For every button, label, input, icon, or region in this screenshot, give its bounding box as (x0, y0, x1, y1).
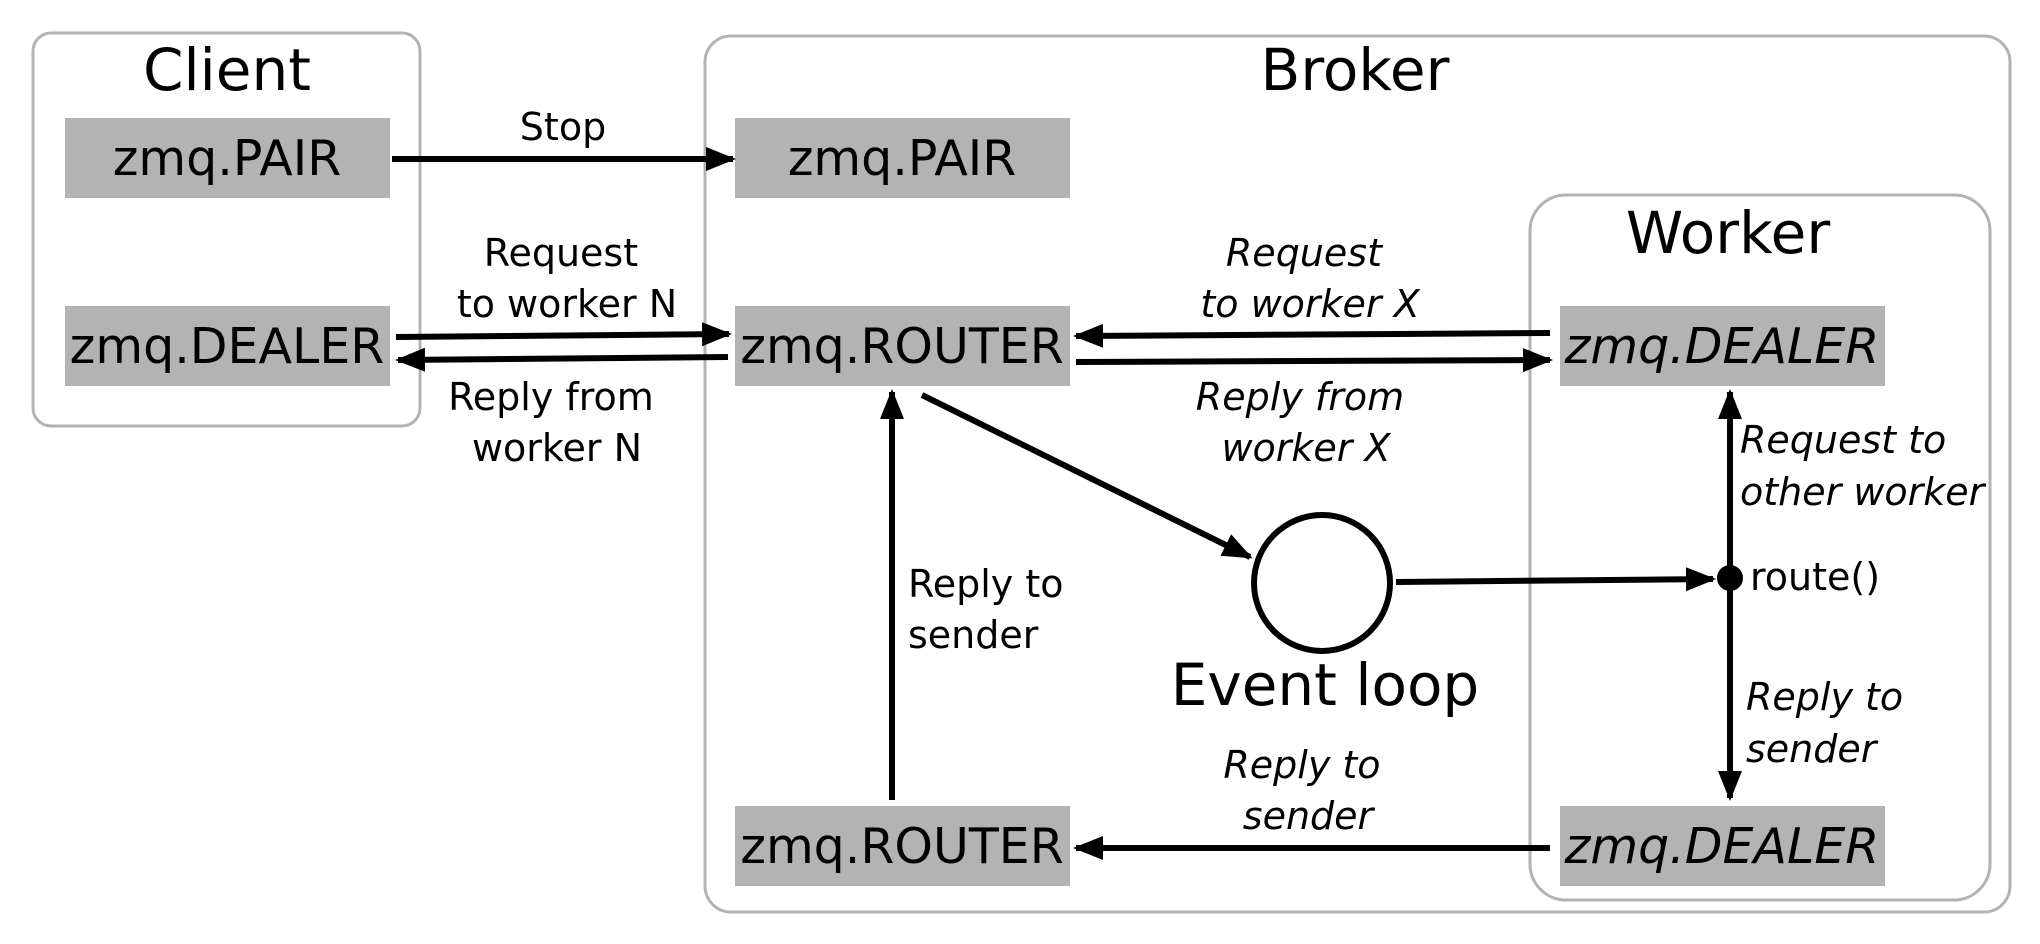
route-junction-dot (1717, 565, 1743, 591)
label-stop: Stop (520, 105, 606, 149)
label-request-n: Request to worker N (457, 231, 677, 326)
edge-reply-n (395, 347, 729, 372)
broker-router-front-socket: zmq.ROUTER (735, 306, 1070, 386)
label-reply-sender-worker: Reply to sender (1746, 675, 1915, 771)
edge-loop-to-route (1395, 567, 1716, 592)
svg-text:zmq.PAIR: zmq.PAIR (788, 130, 1017, 187)
client-title: Client (143, 36, 311, 104)
client-dealer-socket: zmq.DEALER (65, 306, 390, 386)
broker-router-back-socket: zmq.ROUTER (735, 806, 1070, 886)
label-request-x: Request to worker X (1200, 231, 1420, 326)
event-loop-label: Event loop (1171, 651, 1480, 719)
worker-title: Worker (1626, 199, 1830, 267)
event-loop-node (1251, 512, 1393, 654)
svg-text:zmq.ROUTER: zmq.ROUTER (740, 818, 1064, 875)
svg-text:zmq.DEALER: zmq.DEALER (70, 318, 385, 375)
edge-reply-x (1075, 348, 1553, 373)
worker-dealer-top-socket: zmq.DEALER (1560, 306, 1885, 386)
label-reply-sender-broker: Reply to sender (908, 562, 1076, 657)
label-reply-x: Reply from worker X (1196, 375, 1416, 470)
svg-text:zmq.DEALER: zmq.DEALER (1564, 818, 1880, 875)
client-frame (31, 31, 422, 428)
edge-request-n (395, 322, 732, 347)
broker-title: Broker (1261, 36, 1450, 104)
worker-dealer-bottom-socket: zmq.DEALER (1560, 806, 1885, 886)
edge-router-to-loop (920, 392, 1253, 560)
edge-request-x (1073, 323, 1551, 348)
route-label: route() (1750, 555, 1880, 599)
broker-frame (703, 34, 2012, 914)
label-request-other: Request to other worker (1740, 418, 1987, 514)
svg-text:zmq.DEALER: zmq.DEALER (1564, 318, 1880, 375)
worker-frame (1528, 193, 1992, 902)
label-reply-n: Reply from worker N (448, 375, 666, 470)
svg-text:zmq.PAIR: zmq.PAIR (113, 130, 342, 187)
label-reply-sender-bottom: Reply to sender (1223, 743, 1392, 838)
svg-text:zmq.ROUTER: zmq.ROUTER (740, 318, 1064, 375)
client-pair-socket: zmq.PAIR (65, 118, 390, 198)
broker-pair-socket: zmq.PAIR (735, 118, 1070, 198)
